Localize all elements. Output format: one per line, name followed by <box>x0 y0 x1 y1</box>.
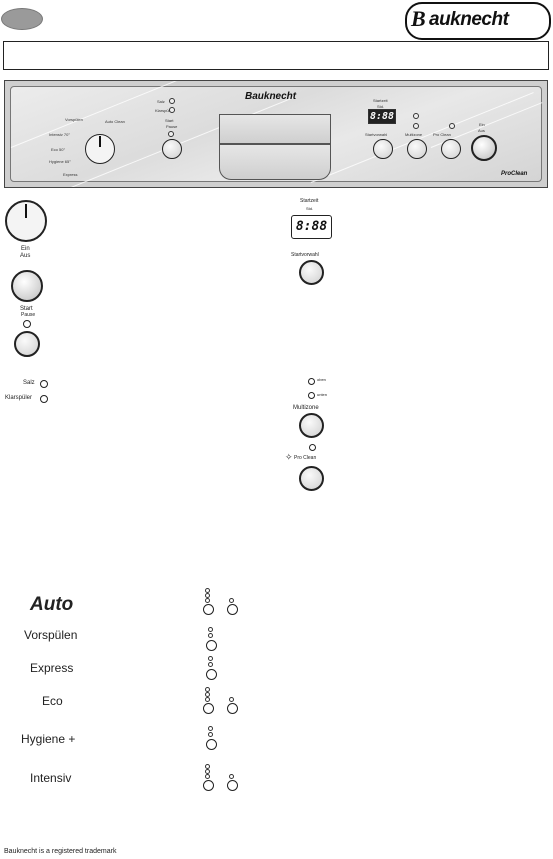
dial-label-hygiene: Hygiene 65° <box>49 159 71 164</box>
multizone-led-bottom-label: unten <box>317 392 328 397</box>
program-intensiv-buttons <box>200 764 245 796</box>
multizone-led-top-label: oben <box>317 377 326 382</box>
panel-proclean-logo: ProClean <box>501 171 528 177</box>
proclean-label: Pro Clean <box>294 455 317 461</box>
panel-multizone-button[interactable] <box>407 139 427 159</box>
panel-brand: Bauknecht <box>245 91 297 102</box>
panel-timer-label: Startzeit <box>373 98 388 103</box>
program-express: Express <box>30 661 74 675</box>
power-button[interactable] <box>11 270 43 302</box>
panel-start-label: Start <box>165 118 174 123</box>
program-express-buttons <box>203 656 233 686</box>
title-box <box>3 41 549 70</box>
brand-logo-ring <box>405 2 551 40</box>
program-dial[interactable] <box>5 200 47 242</box>
panel-start-led <box>168 131 174 137</box>
panel-multizone-led-top <box>413 113 419 119</box>
panel-timer-display: 8:88 <box>368 109 396 124</box>
panel-tray-handle[interactable] <box>219 144 331 180</box>
dial-label-vorspuelen: Vorspülen <box>65 117 83 122</box>
program-hygiene-buttons <box>203 726 233 756</box>
start-label: Start <box>20 306 33 312</box>
rinse-label: Klarspüler <box>5 395 33 401</box>
multizone-label: Multizone <box>293 405 319 411</box>
panel-proclean-button[interactable] <box>441 139 461 159</box>
program-auto-buttons <box>200 588 245 620</box>
rinse-led <box>40 395 48 403</box>
panel-rinse-led <box>169 107 175 113</box>
dial-label-eco: Eco 50° <box>51 147 66 152</box>
panel-proclean-label: Pro Clean <box>433 132 451 137</box>
timer-sub: Std. <box>306 206 314 211</box>
dial-label-express: Express <box>63 172 78 177</box>
salt-led <box>40 380 48 388</box>
trademark-footer: Bauknecht is a registered trademark <box>4 848 117 855</box>
multizone-led-top <box>308 378 315 385</box>
program-intensiv: Intensiv <box>30 771 72 785</box>
start-button[interactable] <box>14 331 40 357</box>
program-eco: Eco <box>42 694 63 708</box>
start-led <box>23 320 31 328</box>
panel-power-button[interactable] <box>471 135 497 161</box>
proclean-button[interactable] <box>299 466 324 491</box>
timer-label: Startzeit <box>300 198 319 204</box>
timer-button[interactable] <box>299 260 324 285</box>
program-eco-buttons <box>200 687 245 719</box>
panel-program-dial[interactable] <box>85 134 115 164</box>
multizone-button[interactable] <box>299 413 324 438</box>
panel-timer-sub: Std. <box>377 104 385 109</box>
panel-proclean-led <box>449 123 455 129</box>
start-sub: Pause <box>21 312 36 318</box>
panel-multizone-label: Multizone <box>405 132 423 137</box>
timer-button-label: Startvorwahl <box>291 252 319 258</box>
power-label: Ein <box>21 246 30 252</box>
panel-power-label: Ein <box>479 122 485 127</box>
panel-multizone-led-bottom <box>413 123 419 129</box>
multizone-led-bottom <box>308 392 315 399</box>
control-panel-illustration: Vorspülen Auto Clean Intensiv 70° Eco 50… <box>4 80 548 188</box>
header-badge <box>1 8 43 30</box>
panel-tray-top <box>219 114 331 144</box>
panel-salt-label: Salz <box>157 99 165 104</box>
salt-label: Salz <box>23 380 35 386</box>
panel-power-sub: Aus <box>478 128 485 133</box>
dial-label-intensiv: Intensiv 70° <box>49 132 70 137</box>
brand-logo-initial: B <box>411 6 426 31</box>
panel-rinse-label: Klarspüler <box>155 108 174 113</box>
brand-logo-text: auknecht <box>429 9 509 30</box>
panel-start-sub: Pause <box>166 124 178 129</box>
program-vorspuelen-buttons <box>203 627 233 657</box>
program-vorspuelen: Vorspülen <box>24 628 78 642</box>
timer-display: 8:88 <box>291 215 332 239</box>
panel-start-button[interactable] <box>162 139 182 159</box>
panel-salt-led <box>169 98 175 104</box>
panel-timer-button-label: Startvorwahl <box>365 132 388 137</box>
power-sub: Aus <box>20 253 31 259</box>
program-auto: Auto <box>30 594 74 615</box>
proclean-led <box>309 444 316 451</box>
brand-logo: B auknecht <box>405 2 553 40</box>
program-hygiene: Hygiene + <box>21 732 76 746</box>
panel-timer-button[interactable] <box>373 139 393 159</box>
proclean-icon: ✧ <box>285 452 293 462</box>
dial-label-autoclean: Auto Clean <box>105 119 125 124</box>
